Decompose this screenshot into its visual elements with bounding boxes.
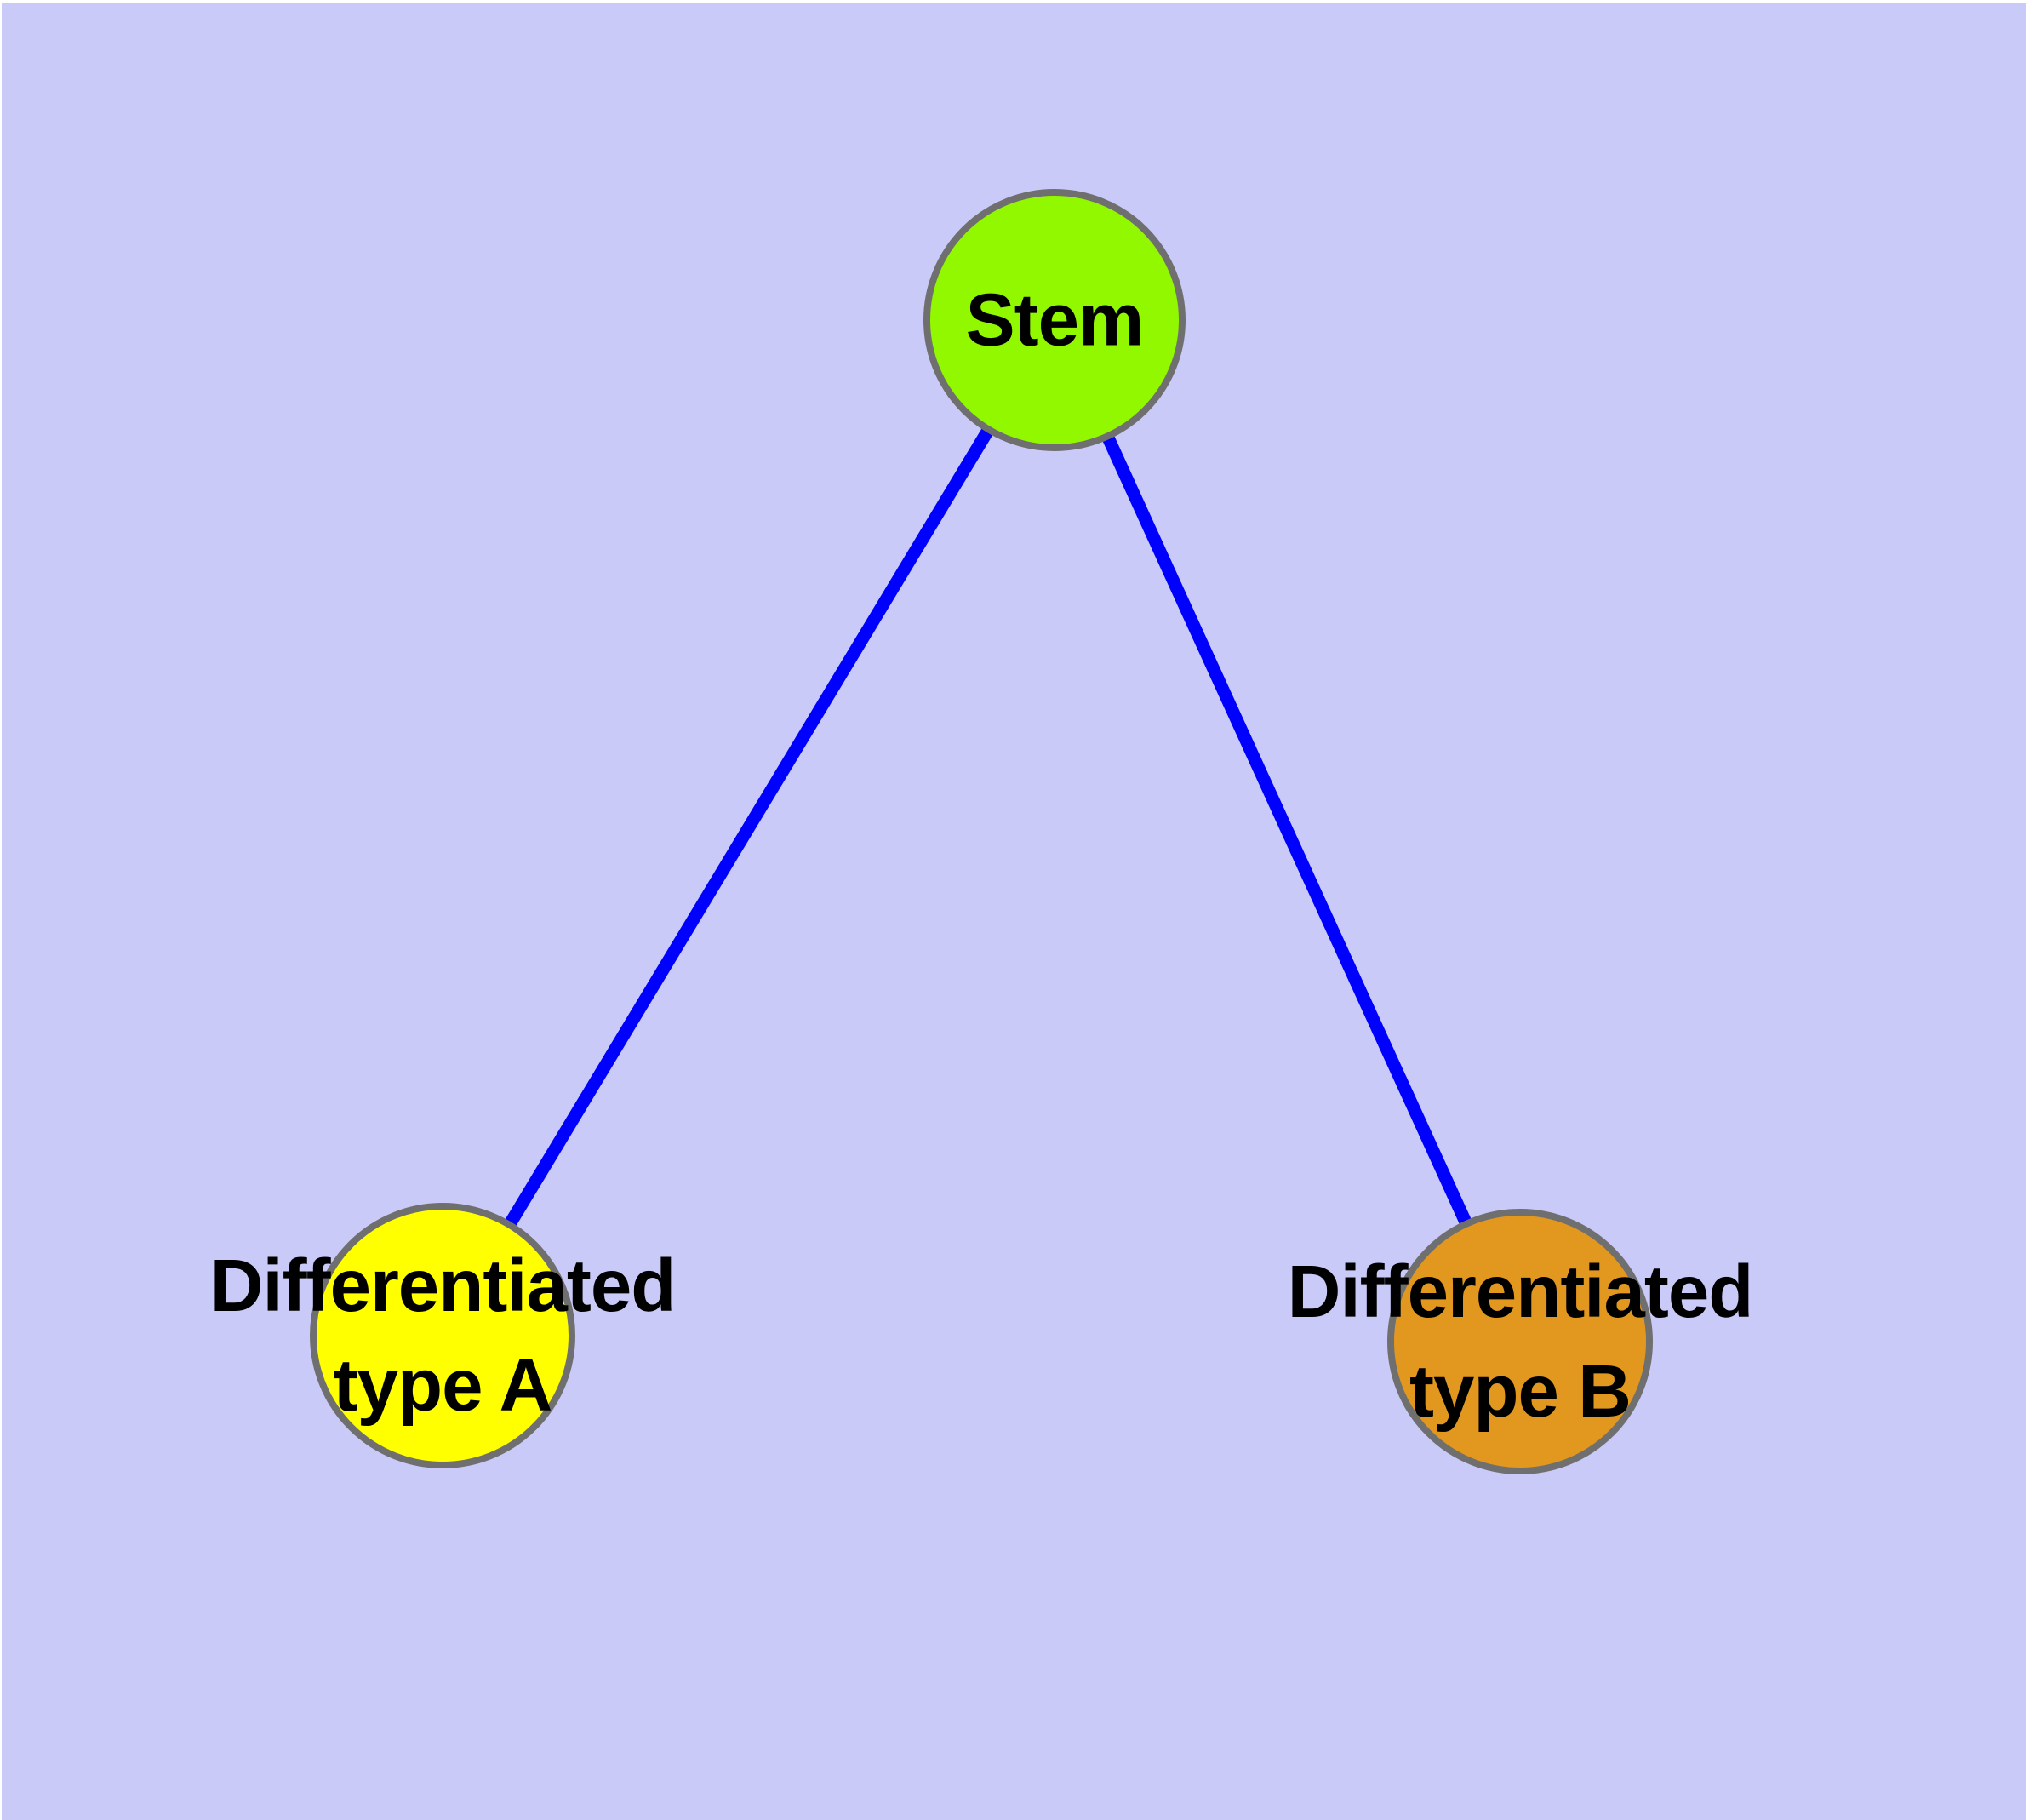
node-type-b-label-line2: type B <box>1409 1350 1632 1433</box>
edge-stem-to-type-a <box>437 317 1060 1339</box>
node-type-a-label-line2: type A <box>333 1344 553 1427</box>
node-type-a-label: Differentiated type A <box>209 1236 677 1435</box>
node-type-b-circle <box>1387 1209 1653 1474</box>
node-stem-label: Stem <box>965 271 1145 370</box>
plot-canvas: Stem Differentiated type A Differentiate… <box>2 3 2026 1820</box>
node-stem-circle <box>923 189 1186 451</box>
edge-stem-to-type-b <box>1049 317 1526 1345</box>
graph-svg <box>310 189 1653 1474</box>
node-type-a-circle <box>310 1203 575 1468</box>
node-type-b-label-line1: Differentiated <box>1287 1251 1754 1333</box>
node-stem-label-text: Stem <box>965 278 1145 362</box>
node-type-a-label-line1: Differentiated <box>209 1245 677 1327</box>
node-type-b-label: Differentiated type B <box>1287 1242 1754 1441</box>
